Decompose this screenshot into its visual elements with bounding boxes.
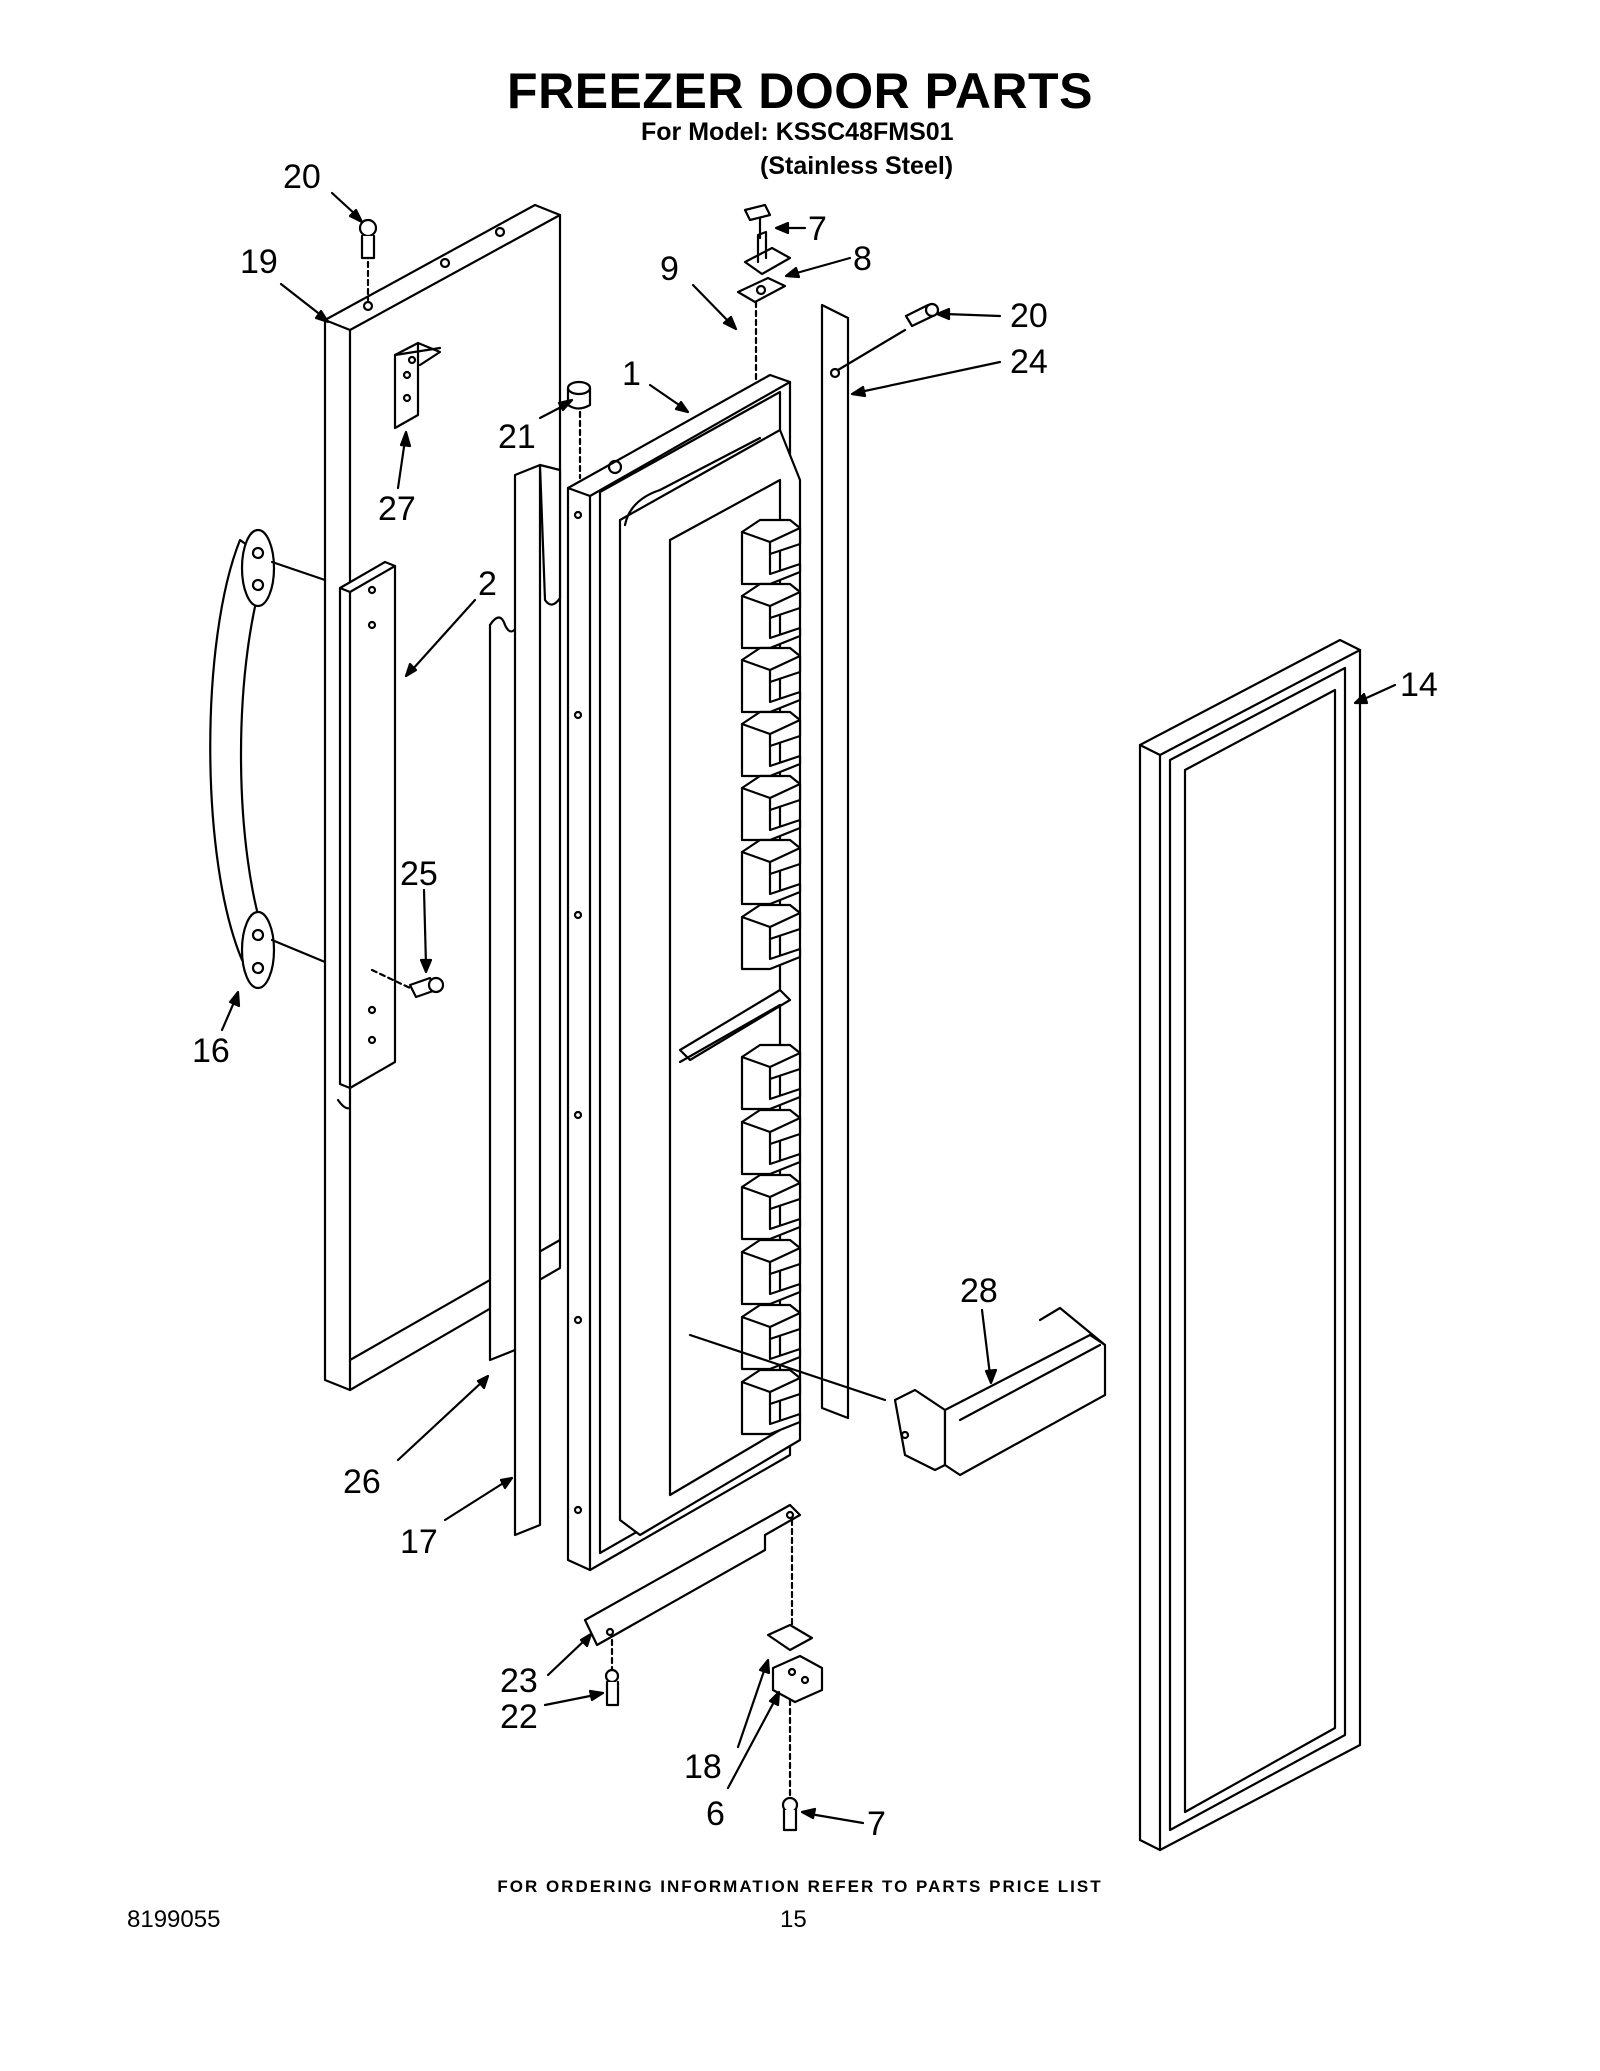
leader-lines (220, 191, 1397, 1825)
model-line: For Model: KSSC48FMS01 (641, 118, 954, 146)
callout-17: 17 (400, 1523, 438, 1561)
screw-22 (604, 1668, 620, 1707)
callout-18: 18 (684, 1748, 722, 1786)
hinge-side-strip (820, 303, 907, 1420)
callout-22: 22 (500, 1698, 538, 1736)
callout-19: 19 (240, 243, 278, 281)
bottom-hinge-assembly (766, 1518, 824, 1832)
callout-20-left: 20 (283, 158, 321, 196)
screw-25 (370, 968, 445, 999)
callout-numbers: 20 19 27 2 25 16 1 21 7 8 9 20 24 14 28 … (192, 158, 1438, 1843)
callout-26: 26 (343, 1463, 381, 1501)
door-edge-strip (513, 463, 562, 1537)
finish-line: (Stainless Steel) (760, 152, 954, 180)
callout-7-top: 7 (808, 210, 827, 248)
bottom-bracket (583, 1503, 802, 1672)
callout-1: 1 (622, 355, 641, 393)
callout-9: 9 (660, 250, 679, 288)
callout-6: 6 (706, 1795, 725, 1833)
page-number: 15 (780, 1906, 807, 1933)
ordering-note: FOR ORDERING INFORMATION REFER TO PARTS … (497, 1877, 1103, 1896)
door-shelf-bin (688, 1306, 1107, 1477)
callout-8: 8 (853, 240, 872, 278)
callout-28: 28 (960, 1272, 998, 1310)
door-plug (566, 380, 592, 480)
screw-20-left (358, 218, 378, 302)
callout-14: 14 (1400, 666, 1438, 704)
callout-21: 21 (498, 418, 536, 456)
page-title: FREEZER DOOR PARTS (507, 63, 1093, 119)
callout-7-bottom: 7 (867, 1805, 886, 1843)
document-number: 8199055 (127, 1906, 221, 1933)
callout-16: 16 (192, 1032, 230, 1070)
callout-25: 25 (400, 855, 438, 893)
callout-2: 2 (478, 565, 497, 603)
handle-mounting-plate (338, 560, 397, 1090)
callout-24: 24 (1010, 343, 1048, 381)
top-hinge-assembly (736, 203, 792, 382)
handle-bracket (393, 341, 442, 430)
screw-20-right (904, 302, 940, 328)
door-gasket (1138, 638, 1362, 1852)
callout-27: 27 (378, 490, 416, 528)
callout-23: 23 (500, 1662, 538, 1700)
door-handle (209, 528, 327, 990)
callout-20-right: 20 (1010, 297, 1048, 335)
